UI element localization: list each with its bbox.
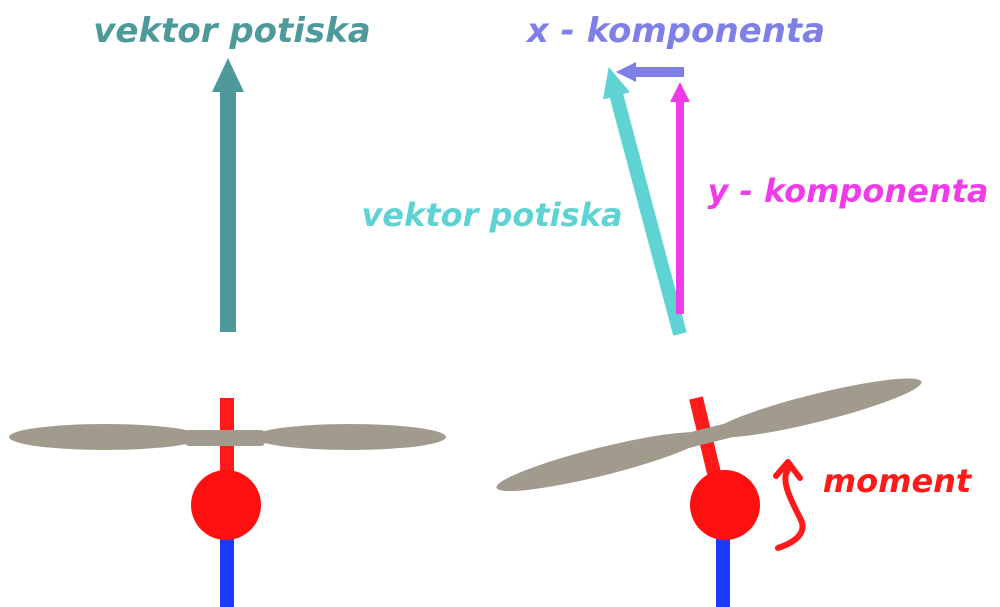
right-propeller-assembly bbox=[496, 378, 922, 607]
moment-arrow bbox=[773, 459, 806, 551]
right-shaft-bottom bbox=[716, 535, 730, 607]
y-component-label: y - komponenta bbox=[708, 172, 989, 210]
left-hub bbox=[191, 470, 261, 540]
x-component-label: x - komponenta bbox=[525, 11, 825, 51]
left-blade-right bbox=[254, 424, 446, 450]
right-thrust-vector bbox=[602, 66, 687, 336]
left-thrust-label: vektor potiska bbox=[93, 11, 370, 51]
left-propeller-assembly bbox=[9, 398, 446, 607]
left-shaft-bottom bbox=[220, 535, 234, 607]
right-blade-hub bbox=[670, 419, 746, 452]
moment-label: moment bbox=[823, 462, 973, 500]
right-thrust-label: vektor potiska bbox=[361, 196, 622, 234]
right-blade-right bbox=[711, 378, 922, 438]
right-blade-left bbox=[496, 432, 707, 492]
right-hub bbox=[690, 470, 760, 540]
left-blade-hub bbox=[185, 430, 265, 446]
left-blade-left bbox=[9, 424, 201, 450]
